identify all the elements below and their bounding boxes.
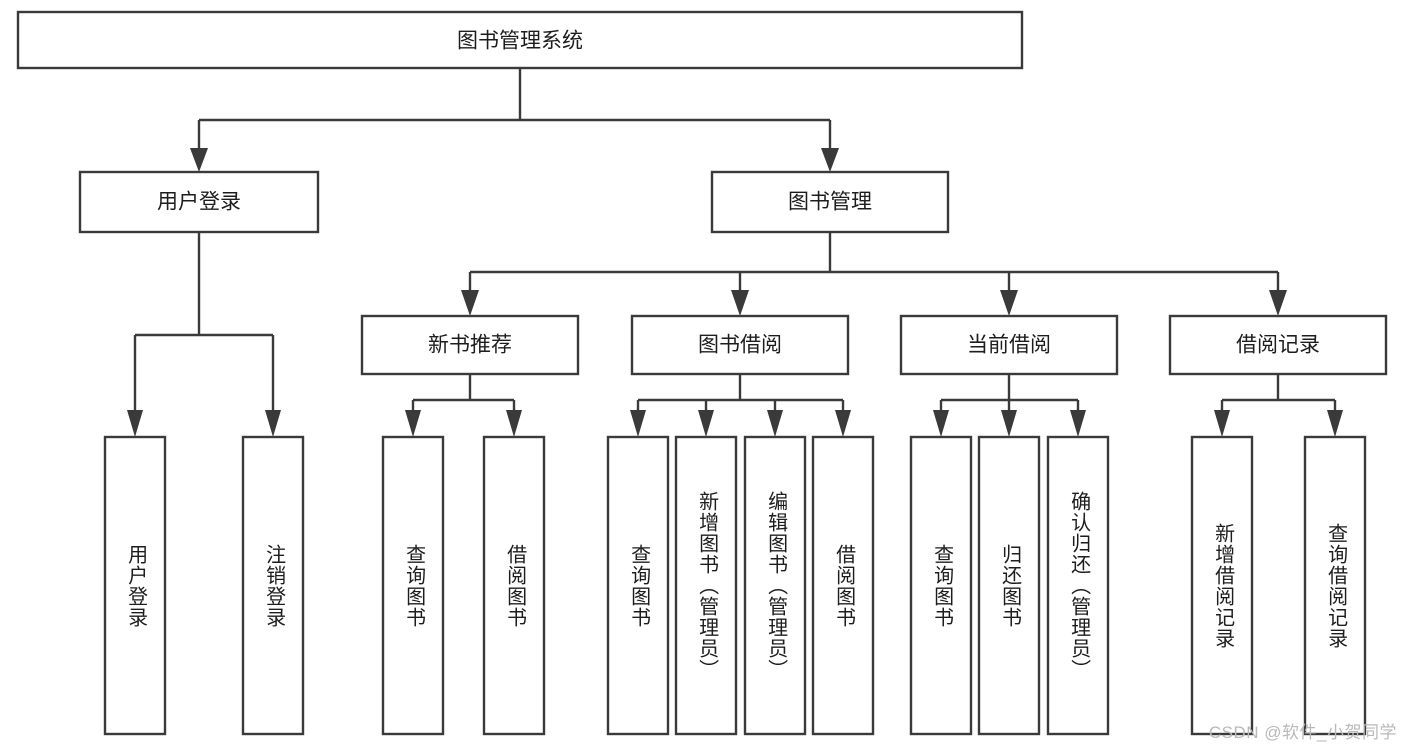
node-leaf-add-book-admin[interactable] bbox=[674, 435, 738, 736]
arrow-head-bookborrow-leaf-1 bbox=[630, 410, 646, 437]
arrow-head-bookborrow-leaf-2 bbox=[698, 410, 714, 437]
arrow-head-newbook-leaf-2 bbox=[506, 410, 522, 437]
node-leaf-query-borrow-record[interactable] bbox=[1303, 435, 1367, 736]
node-layer: 图书管理系统 用户登录 图书管理 新书推荐 图书借阅 当前借阅 借阅记录 bbox=[16, 10, 1388, 736]
node-leaf-edit-book-admin[interactable] bbox=[743, 435, 807, 736]
node-leaf-query-book-2[interactable] bbox=[606, 435, 670, 736]
node-root-book-management-system[interactable] bbox=[16, 10, 1024, 70]
node-borrow-record[interactable] bbox=[1168, 314, 1388, 376]
arrow-head-borrow-record bbox=[1269, 290, 1287, 316]
node-leaf-borrow-book-2[interactable] bbox=[811, 435, 875, 736]
node-root-label: 图书管理系统 bbox=[457, 30, 583, 53]
connector-layer bbox=[127, 68, 1343, 437]
node-new-book-recommend[interactable] bbox=[360, 314, 580, 376]
node-current-borrow[interactable] bbox=[899, 314, 1119, 376]
node-leaf-user-login[interactable] bbox=[103, 435, 167, 736]
node-user-login[interactable] bbox=[78, 170, 320, 234]
node-leaf-return-book[interactable] bbox=[977, 435, 1041, 736]
node-user-login-label: 用户登录 bbox=[157, 191, 241, 214]
arrow-head-bookmgmt bbox=[821, 148, 839, 172]
node-book-management[interactable] bbox=[710, 170, 950, 234]
node-leaf-query-book-1[interactable] bbox=[381, 435, 445, 736]
node-leaf-add-borrow-record[interactable] bbox=[1190, 435, 1254, 736]
node-leaf-logout[interactable] bbox=[241, 435, 305, 736]
node-leaf-confirm-return-admin[interactable] bbox=[1046, 435, 1110, 736]
node-leaf-borrow-book-1[interactable] bbox=[482, 435, 546, 736]
node-leaf-query-book-3[interactable] bbox=[909, 435, 973, 736]
arrow-head-borrowrecord-leaf-1 bbox=[1214, 410, 1230, 437]
node-current-borrow-label: 当前借阅 bbox=[967, 334, 1051, 357]
arrow-head-bookborrow-leaf-3 bbox=[767, 410, 783, 437]
arrow-head-currentborrow-leaf-2 bbox=[1001, 410, 1017, 437]
arrow-head-current-borrow bbox=[1000, 290, 1018, 316]
node-book-borrow-label: 图书借阅 bbox=[698, 334, 782, 357]
node-book-borrow[interactable] bbox=[630, 314, 850, 376]
arrow-head-currentborrow-leaf-1 bbox=[933, 410, 949, 437]
arrow-head-currentborrow-leaf-3 bbox=[1070, 410, 1086, 437]
watermark: CSDN @软件_小贺同学 bbox=[1208, 723, 1397, 742]
node-new-book-recommend-label: 新书推荐 bbox=[428, 334, 512, 357]
arrow-head-userlogin bbox=[190, 148, 208, 172]
arrow-head-logout-leaf bbox=[265, 410, 281, 437]
node-borrow-record-label: 借阅记录 bbox=[1236, 334, 1320, 357]
arrow-head-book-borrow bbox=[731, 290, 749, 316]
arrow-head-borrowrecord-leaf-2 bbox=[1327, 410, 1343, 437]
arrow-head-bookborrow-leaf-4 bbox=[835, 410, 851, 437]
node-book-management-label: 图书管理 bbox=[788, 191, 872, 214]
arrow-head-user-login-leaf bbox=[127, 410, 143, 437]
arrow-head-newbook-leaf-1 bbox=[405, 410, 421, 437]
arrow-head-new-book bbox=[461, 290, 479, 316]
